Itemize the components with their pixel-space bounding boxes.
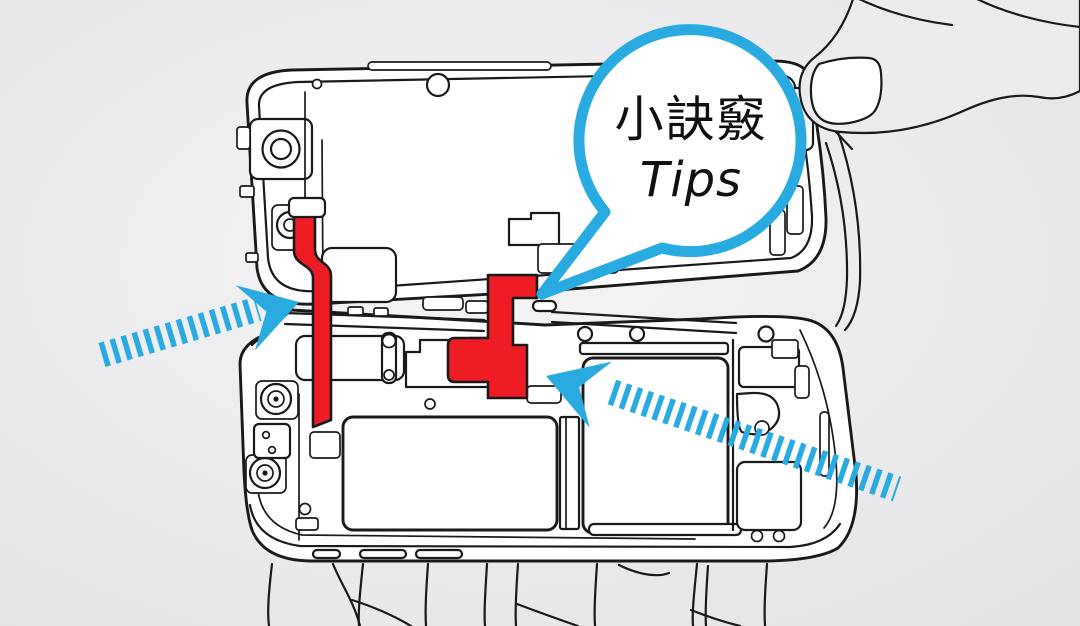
speech-bubble: 小訣竅 Tips <box>536 24 807 300</box>
camera-ring <box>261 129 301 169</box>
ribbon-cable-right <box>446 273 539 400</box>
battery-slot-bar <box>587 522 743 537</box>
finger-edge-line <box>976 0 1080 29</box>
finger-line <box>424 562 430 626</box>
hinge-oval-slot <box>531 299 558 313</box>
camera-tab <box>236 126 251 150</box>
screw <box>628 325 646 343</box>
component-dot <box>267 445 277 455</box>
pin-bottom-circle <box>383 369 395 381</box>
body-bottom-inner-line <box>248 503 842 549</box>
bottom-slot <box>358 548 408 560</box>
small-screw <box>424 398 436 410</box>
small-screw <box>298 502 312 516</box>
body-bottom-lip <box>257 489 696 540</box>
bubble-text-chinese: 小訣竅 <box>614 91 767 148</box>
finger-line <box>267 562 274 626</box>
body-edge-curve <box>824 141 849 328</box>
striped-arrow-right-shaft <box>607 379 902 502</box>
finger-line <box>593 562 599 626</box>
battery-right <box>581 356 730 535</box>
knuckle-crease <box>350 598 413 626</box>
panel-component <box>465 300 489 314</box>
screw <box>576 325 594 343</box>
hand-fingers <box>267 562 769 626</box>
bottom-slot <box>311 548 342 560</box>
cable-end-tab <box>287 196 327 219</box>
ribbon-cables <box>287 196 539 429</box>
battery-divider <box>558 415 581 531</box>
finger-line <box>763 562 769 626</box>
finger-edge-line <box>858 0 954 27</box>
finger-line <box>514 562 520 626</box>
finger-line <box>704 564 710 626</box>
small-tab <box>295 517 319 531</box>
panel-top-slot <box>367 61 552 71</box>
panel-component <box>422 296 464 311</box>
small-screw <box>772 529 786 543</box>
panel-hole <box>425 72 451 98</box>
coax-connector-dot <box>262 470 268 476</box>
component-block <box>735 460 803 532</box>
finger-line <box>483 562 489 626</box>
small-screw <box>750 529 764 543</box>
hinge-bar <box>578 341 730 356</box>
small-hole <box>311 78 323 90</box>
device-body <box>238 130 862 563</box>
cable-connector <box>526 385 562 404</box>
body-edge-curve-outer <box>836 130 862 332</box>
panel-component <box>320 246 398 304</box>
fingertip-curve <box>617 563 671 577</box>
coax-connector-inner <box>256 464 274 482</box>
battery-left <box>341 415 559 532</box>
thumb-crease <box>834 130 854 151</box>
finger-line <box>357 562 365 626</box>
small-tab <box>245 252 259 263</box>
small-block <box>771 339 799 359</box>
side-block <box>309 431 341 459</box>
coax-connector-dot <box>273 396 279 402</box>
knuckle-crease <box>515 602 580 626</box>
panel-inner-line <box>257 71 814 293</box>
finger-line <box>691 562 699 626</box>
screw <box>757 325 775 343</box>
coax-connector-inner <box>267 390 285 408</box>
pin-top-circle <box>381 333 397 349</box>
hinge-line <box>550 310 738 325</box>
hinge-tab <box>373 307 389 317</box>
hinge-line <box>550 320 738 335</box>
small-tab <box>239 185 255 198</box>
knuckle-crease <box>689 608 742 626</box>
camera-lens <box>269 137 293 161</box>
small-block <box>794 365 810 399</box>
hand-thumb <box>798 0 1080 151</box>
striped-arrow-left-head-icon <box>235 285 299 351</box>
bubble-text-tips: Tips <box>640 152 742 208</box>
bottom-slot <box>414 548 464 560</box>
speech-bubble-shape <box>536 24 807 300</box>
striped-arrow-left-shaft <box>98 297 262 367</box>
thumbnail <box>809 56 883 125</box>
ribbon-cable-left <box>292 212 333 429</box>
component-dot <box>261 430 271 440</box>
hinge-tab <box>347 306 364 316</box>
striped-arrow-right-head-icon <box>546 361 613 428</box>
arrows <box>98 285 902 502</box>
